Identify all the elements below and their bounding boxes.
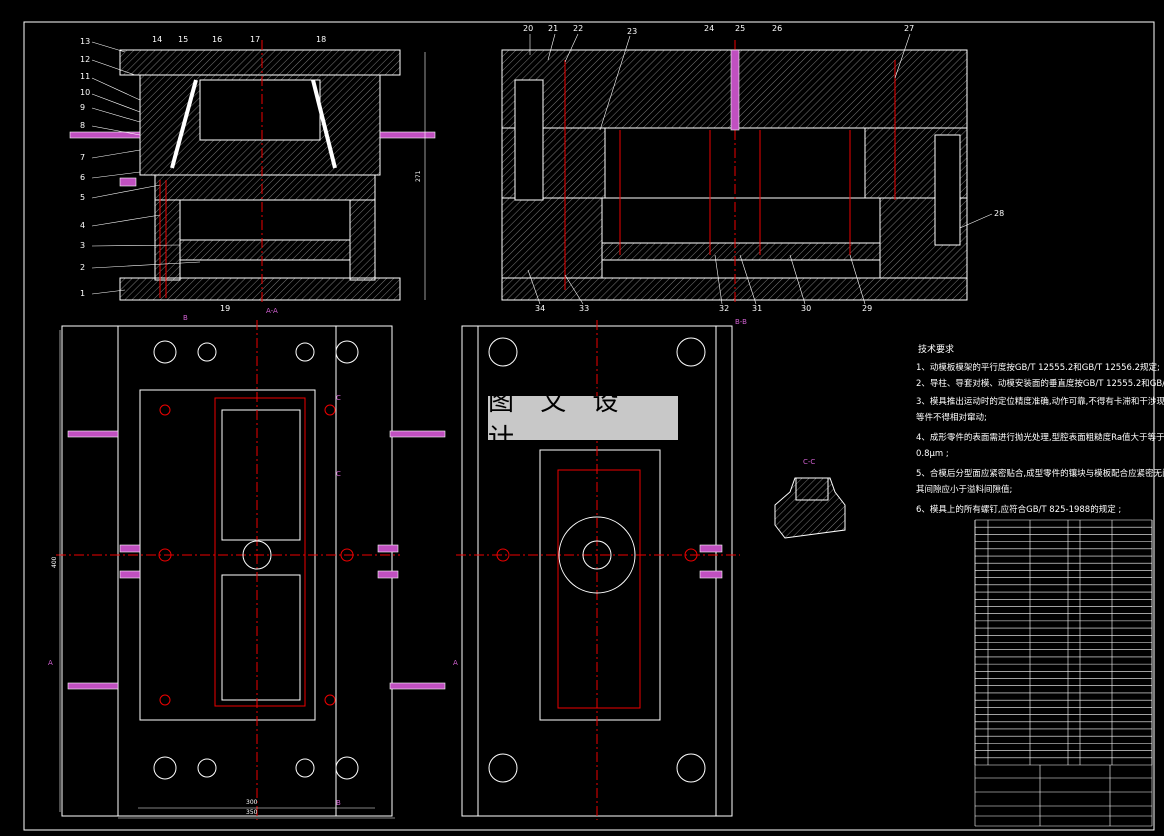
part-label-16: 16 — [212, 35, 222, 44]
right-part-labels: 20 21 22 23 24 25 26 27 28 34 33 32 31 3… — [523, 24, 1004, 326]
cut-mark-b-top: B — [183, 314, 188, 322]
part-label-26: 26 — [772, 24, 782, 33]
part-label-24: 24 — [704, 24, 714, 33]
part-label-9: 9 — [80, 103, 85, 112]
part-label-27: 27 — [904, 24, 914, 33]
part-label-25: 25 — [735, 24, 745, 33]
part-label-12: 12 — [80, 55, 90, 64]
part-label-28: 28 — [994, 209, 1004, 218]
tech-req-item: 5、合模后分型面应紧密贴合,成型零件的镶块与模板配合应紧密无间,如有局部间隙, — [916, 468, 1164, 479]
dim-width-inner: 300 — [246, 799, 258, 806]
part-label-30: 30 — [801, 304, 811, 313]
tech-req-item: 4、成形零件的表面需进行抛光处理,型腔表面粗糙度Ra值大于等于 — [916, 432, 1164, 443]
section-label-bb: B-B — [735, 318, 747, 326]
tech-req-item: 等件不得相对窜动; — [916, 412, 987, 423]
part-label-31: 31 — [752, 304, 762, 313]
part-label-8: 8 — [80, 121, 85, 130]
sheet-border — [23, 21, 1155, 831]
part-label-13: 13 — [80, 37, 90, 46]
section-cc-detail: C-C — [774, 458, 846, 539]
part-label-21: 21 — [548, 24, 558, 33]
tech-req-item: 3、模具推出运动时的定位精度准确,动作可靠,不得有卡滞和干涉现象;复位机构 — [916, 396, 1164, 407]
part-label-29: 29 — [862, 304, 872, 313]
tech-req-item: 1、动模板模架的平行度按GB/T 12555.2和GB/T 12556.2规定; — [916, 362, 1160, 373]
cut-mark-a-left: A — [48, 659, 53, 667]
part-label-19: 19 — [220, 304, 230, 313]
part-label-33: 33 — [579, 304, 589, 313]
technical-requirements: 技术要求 1、动模板模架的平行度按GB/T 12555.2和GB/T 12556… — [916, 343, 1164, 515]
parts-list-table — [974, 519, 1153, 827]
part-label-18: 18 — [316, 35, 326, 44]
tech-req-title: 技术要求 — [918, 343, 954, 355]
part-label-10: 10 — [80, 88, 90, 97]
part-label-5: 5 — [80, 193, 85, 202]
tech-req-item: 2、导柱、导套对模、动模安装面的垂直度按GB/T 12555.2和GB/T 12… — [916, 378, 1164, 389]
section-label-cc: C-C — [803, 458, 815, 466]
part-label-11: 11 — [80, 72, 90, 81]
part-label-1: 1 — [80, 289, 85, 298]
part-label-17: 17 — [250, 35, 260, 44]
part-label-20: 20 — [523, 24, 533, 33]
plan-view-fixed-half — [456, 320, 740, 820]
tech-req-item: 0.8μm ; — [916, 449, 949, 459]
part-label-4: 4 — [80, 221, 85, 230]
part-label-32: 32 — [719, 304, 729, 313]
part-label-34: 34 — [535, 304, 545, 313]
section-label-aa: A-A — [266, 307, 278, 315]
cut-mark-b-bottom: B — [336, 799, 341, 807]
cut-mark-c-top: C — [336, 394, 341, 402]
part-label-2: 2 — [80, 263, 85, 272]
cut-mark-a-right: A — [453, 659, 458, 667]
tech-req-item: 其间隙应小于溢料间隙值; — [916, 484, 1012, 495]
part-label-15: 15 — [178, 35, 188, 44]
tech-req-item: 6、模具上的所有螺钉,应符合GB/T 825-1988的规定 ; — [916, 504, 1121, 515]
part-label-3: 3 — [80, 241, 85, 250]
part-label-14: 14 — [152, 35, 162, 44]
cut-mark-c-bottom: C — [336, 470, 341, 478]
part-label-7: 7 — [80, 153, 85, 162]
watermark-banner: 图 文 设 计 — [488, 387, 678, 454]
dim-vertical: 400 — [51, 556, 58, 568]
plan-view-labels: 300 350 400 B B A A C C — [48, 314, 458, 816]
section-bb-view — [501, 40, 968, 305]
dim-width-outer: 350 — [246, 809, 258, 816]
dim-height: 271 — [415, 170, 422, 182]
part-label-23: 23 — [627, 27, 637, 36]
part-label-22: 22 — [573, 24, 583, 33]
left-part-labels: 13 12 11 10 9 8 7 6 5 4 3 2 1 14 15 16 1… — [80, 35, 422, 315]
plan-view-moving-half — [56, 320, 446, 820]
section-aa-view — [69, 40, 436, 305]
part-label-6: 6 — [80, 173, 85, 182]
